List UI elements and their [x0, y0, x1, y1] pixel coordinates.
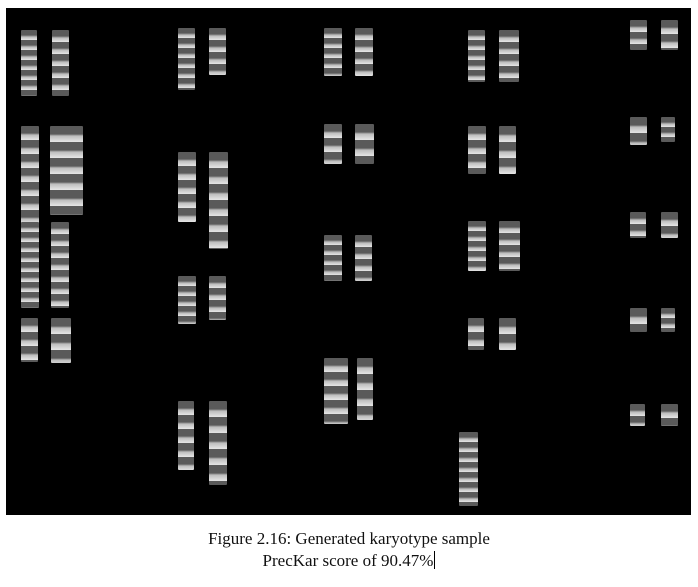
chromosome-12-a: [324, 358, 348, 424]
chromosome-3-b: [51, 222, 69, 308]
chromosome-11-a: [324, 235, 342, 281]
chromosome-14-b: [499, 126, 516, 174]
chromosome-15-a: [468, 221, 486, 271]
chromosome-18-b: [661, 20, 678, 50]
chromosome-17-a: [459, 432, 478, 506]
chromosome-15-b: [499, 221, 520, 271]
chromosome-2-a: [21, 126, 39, 224]
chromosome-19-a: [630, 117, 647, 145]
chromosome-5-a: [178, 28, 195, 90]
chromosome-21-b: [661, 308, 675, 332]
chromosome-8-a: [178, 401, 194, 470]
chromosome-20-b: [661, 212, 678, 238]
figure-caption: Figure 2.16: Generated karyotype sample: [0, 529, 698, 549]
chromosome-19-b: [661, 117, 675, 142]
chromosome-22-a: [630, 404, 645, 426]
figure-caption-text: Figure 2.16: Generated karyotype sample: [208, 529, 490, 548]
chromosome-12-b: [357, 358, 373, 420]
chromosome-4-b: [51, 318, 71, 363]
chromosome-1-b: [52, 30, 69, 96]
karyotype-figure: [6, 8, 691, 515]
chromosome-10-b: [355, 124, 374, 164]
chromosome-3-a: [21, 222, 39, 308]
chromosome-1-a: [21, 30, 37, 96]
chromosome-22-b: [661, 404, 678, 426]
chromosome-7-a: [178, 276, 196, 324]
figure-score-text: PrecKar score of 90.47%: [262, 551, 434, 570]
chromosome-13-a: [468, 30, 485, 82]
chromosome-5-b: [209, 28, 226, 75]
chromosome-4-a: [21, 318, 38, 362]
chromosome-10-a: [324, 124, 342, 164]
figure-score-line: PrecKar score of 90.47%: [0, 551, 698, 571]
chromosome-9-b: [355, 28, 373, 76]
chromosome-21-a: [630, 308, 647, 332]
chromosome-11-b: [355, 235, 372, 281]
chromosome-16-b: [499, 318, 516, 350]
chromosome-6-a: [178, 152, 196, 222]
chromosome-13-b: [499, 30, 519, 82]
chromosome-2-b: [50, 126, 83, 215]
chromosome-7-b: [209, 276, 226, 320]
chromosome-14-a: [468, 126, 486, 174]
chromosome-9-a: [324, 28, 342, 76]
text-cursor: [434, 551, 436, 569]
chromosome-18-a: [630, 20, 647, 50]
chromosome-20-a: [630, 212, 646, 238]
chromosome-16-a: [468, 318, 484, 350]
chromosome-8-b: [209, 401, 227, 485]
chromosome-6-b: [209, 152, 228, 249]
